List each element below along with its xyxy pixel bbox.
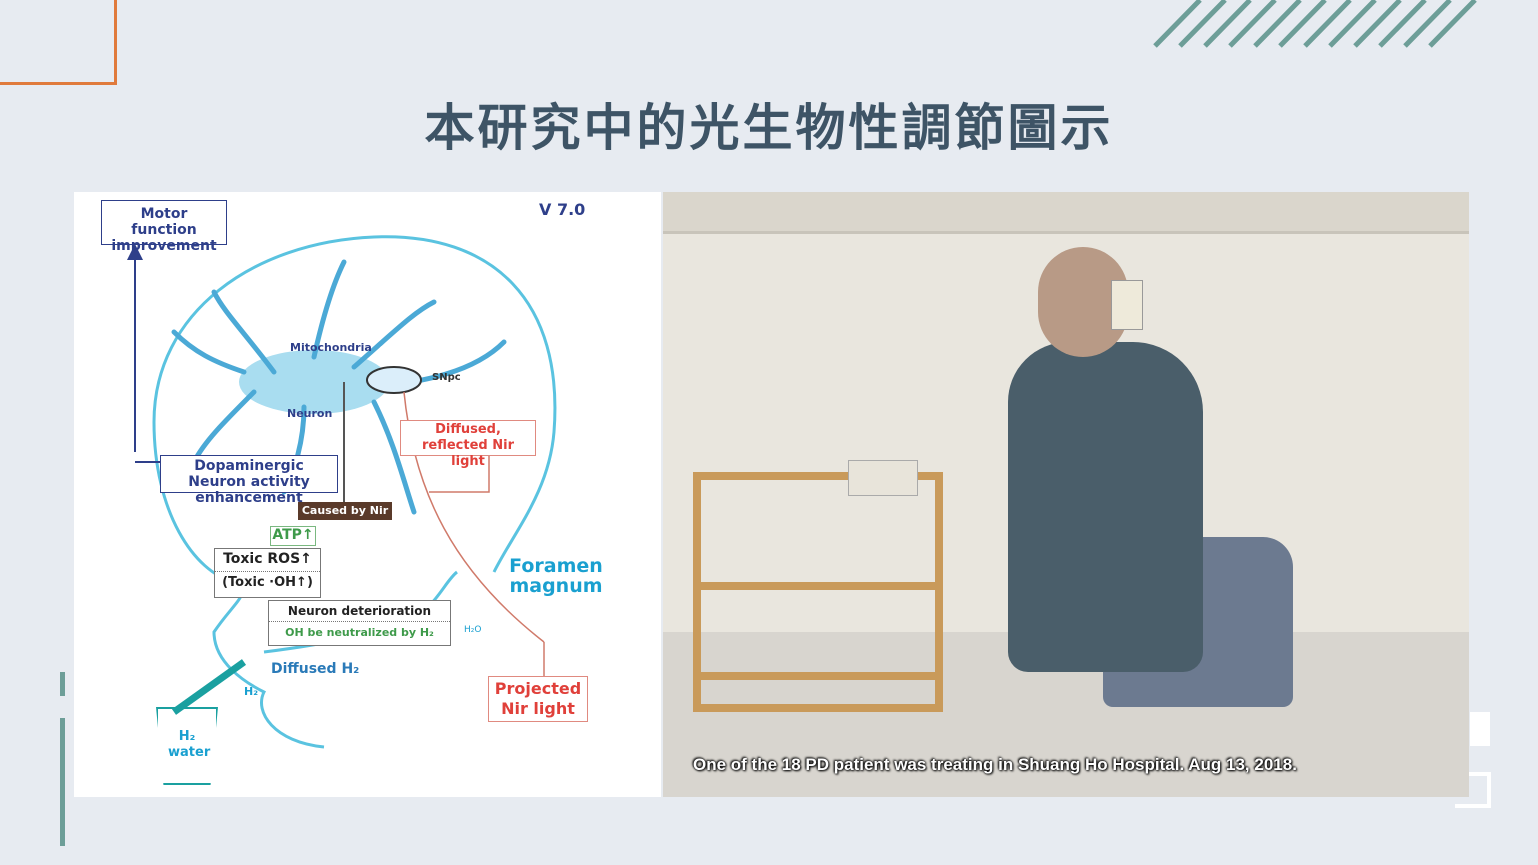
toxic-ros-box: Toxic ROS↑ (Toxic ·OH↑) [214, 548, 321, 598]
toxic-oh-label: (Toxic ·OH↑) [215, 571, 320, 591]
projected-nir-box: Projected Nir light [488, 676, 588, 722]
neuron-outcome-box: Neuron deterioration OH be neutralized b… [268, 600, 451, 646]
photo-caption: One of the 18 PD patient was treating in… [693, 755, 1297, 774]
diffused-h2-label: Diffused H₂ [271, 661, 360, 677]
foramen-magnum-label: Foramen magnum [509, 555, 603, 597]
atp-box: ATP↑ [270, 526, 316, 546]
photobiomodulation-diagram: V 7.0 Motor function improvement Mitocho… [74, 192, 661, 797]
nir-device [1111, 280, 1143, 330]
left-bar-decoration [60, 672, 65, 696]
caused-by-nir-label: Caused by Nir [298, 502, 392, 520]
h2o-label: H₂O [464, 625, 482, 635]
mitochondria-label: Mitochondria [290, 341, 372, 354]
bracket-decoration [1455, 772, 1491, 808]
neuron-deterioration-label: Neuron deterioration [287, 604, 432, 618]
device-box [848, 460, 918, 496]
diffused-light-box: Diffused, reflected Nir light [400, 420, 536, 469]
toxic-ros-label: Toxic ROS↑ [223, 551, 312, 567]
cart [693, 472, 943, 712]
head-outline-drawing [127, 235, 557, 749]
corner-decoration [0, 0, 117, 85]
motor-function-box: Motor function improvement [101, 200, 227, 254]
h2-water-cup: H₂ water [156, 707, 218, 785]
neuron-label: Neuron [287, 407, 333, 420]
snpc-label: SNpc [432, 372, 461, 383]
oh-neutralized-label: OH be neutralized by H₂ [269, 621, 450, 644]
bracket-decoration [1470, 712, 1490, 746]
dopaminergic-box: Dopaminergic Neuron activity enhancement [160, 455, 338, 506]
stripe-decoration [1153, 0, 1477, 48]
left-bar-decoration [60, 718, 65, 846]
version-label: V 7.0 [539, 200, 586, 219]
slide-title: 本研究中的光生物性調節圖示 [424, 99, 1114, 157]
h2-label: H₂ [244, 685, 259, 698]
patient [1008, 342, 1203, 672]
patient-treatment-photo: One of the 18 PD patient was treating in… [663, 192, 1469, 797]
wall-rail [663, 192, 1469, 234]
